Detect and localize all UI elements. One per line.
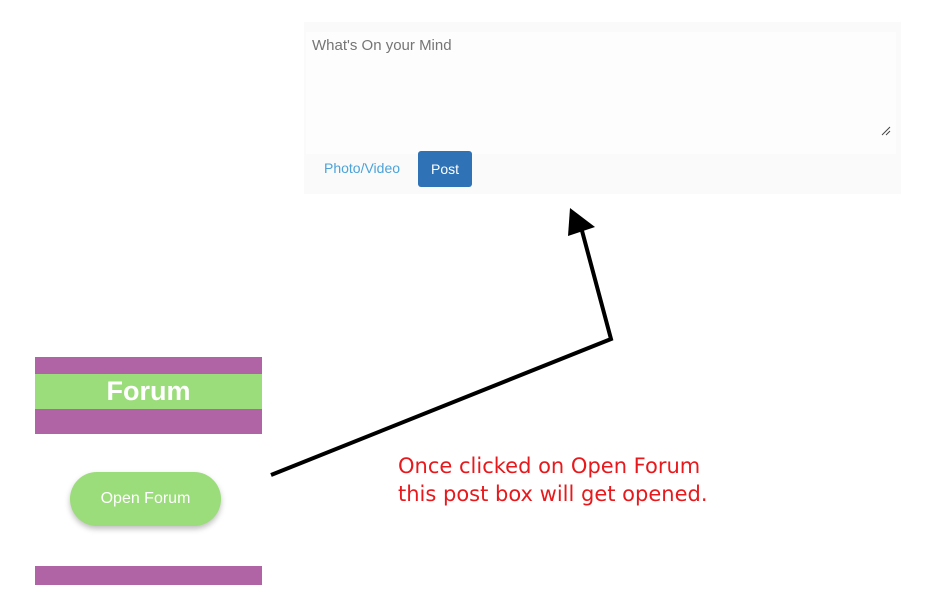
photo-video-link[interactable]: Photo/Video — [324, 160, 401, 176]
annotation-line-2: this post box will get opened. — [398, 482, 708, 506]
resize-handle-icon[interactable] — [881, 126, 891, 136]
forum-banner: Forum — [35, 374, 262, 409]
post-button[interactable]: Post — [418, 151, 472, 187]
post-box: Photo/Video Post — [304, 22, 901, 194]
annotation-text: Once clicked on Open Forum this post box… — [398, 452, 818, 508]
open-forum-button[interactable]: Open Forum — [70, 472, 221, 526]
annotation-line-1: Once clicked on Open Forum — [398, 454, 701, 478]
forum-stripe-middle — [35, 409, 262, 434]
forum-title: Forum — [106, 376, 191, 406]
post-textarea[interactable] — [306, 32, 896, 154]
forum-stripe-top — [35, 357, 262, 374]
forum-stripe-bottom — [35, 566, 262, 585]
